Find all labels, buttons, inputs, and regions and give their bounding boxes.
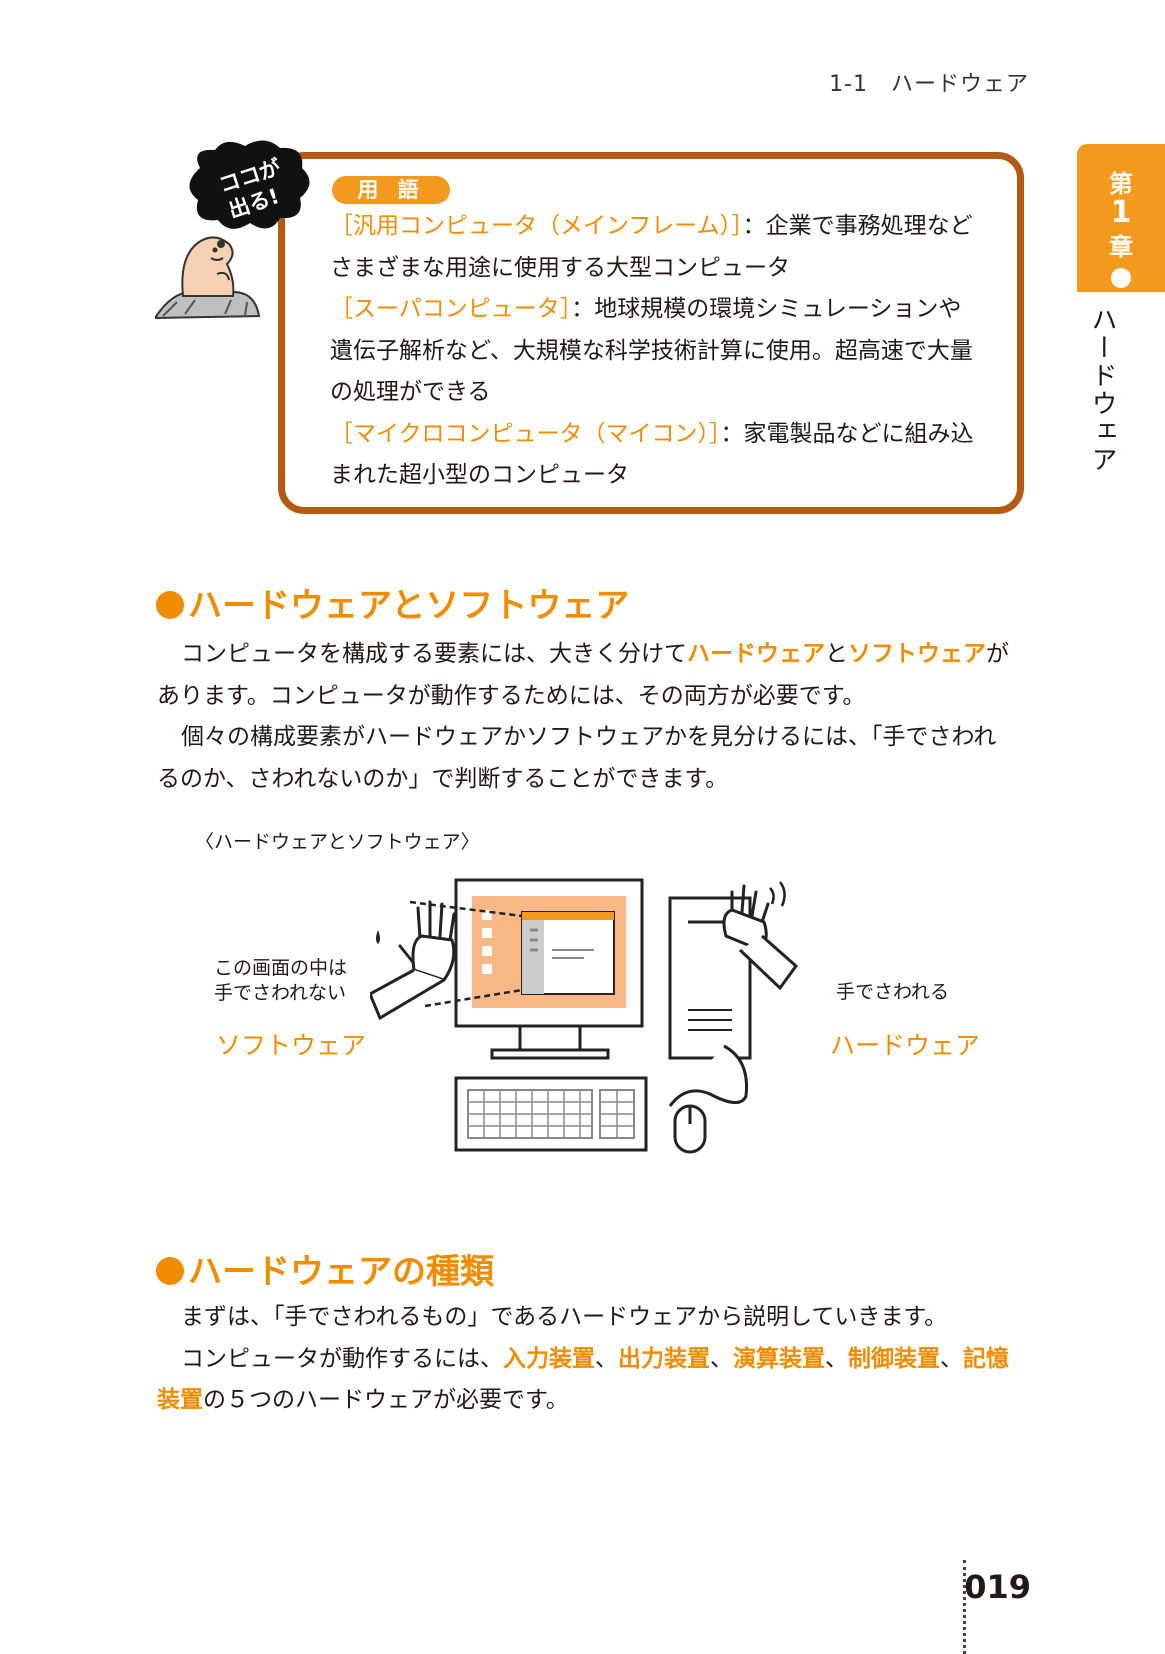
text: と bbox=[825, 641, 848, 667]
chapter-tab: 第 1 章 bbox=[1077, 144, 1165, 292]
label-line: この画面の中は bbox=[214, 957, 348, 979]
mouse-icon bbox=[668, 1044, 749, 1154]
text: 、 bbox=[940, 1345, 963, 1372]
keyword: 装置 bbox=[157, 1387, 203, 1413]
page-number: 019 bbox=[964, 1568, 1031, 1606]
text: 、 bbox=[710, 1345, 733, 1372]
figure-left-label: この画面の中は 手でさわれない bbox=[214, 956, 347, 1006]
term-entry: ［スーパコンピュータ］：地球規模の環境シミュレーションや bbox=[330, 289, 1000, 331]
keyword: ソフトウェア bbox=[848, 641, 986, 667]
running-header: 1-1 ハードウェア bbox=[829, 72, 1029, 97]
keyword: 記憶 bbox=[963, 1345, 1009, 1372]
heading-text: ハードウェアの種類 bbox=[188, 1252, 494, 1292]
keyboard-icon bbox=[454, 1076, 648, 1152]
computer-illustration bbox=[370, 878, 799, 1154]
term-badge: 用 語 bbox=[332, 176, 450, 204]
paragraph: 個々の構成要素がハードウェアかソフトウェアかを見分けるには、「手でさわれ bbox=[181, 724, 997, 750]
page-number-divider bbox=[963, 1560, 966, 1654]
text: の５つのハードウェアが必要です。 bbox=[203, 1387, 569, 1413]
term-desc: ：地球規模の環境シミュレーションや bbox=[571, 296, 962, 322]
speech-bubble-icon: ココが 出る! bbox=[189, 140, 310, 229]
term-entry: ［マイクロコンピュータ（マイコン）］：家電製品などに組み込 bbox=[330, 414, 1000, 456]
term-list: ［汎用コンピュータ（メインフレーム）］：企業で事務処理など さまざまな用途に使用… bbox=[330, 206, 1000, 497]
term-desc-line: 遺伝子解析など、大規模な科学技術計算に使用。超高速で大量 bbox=[330, 337, 973, 364]
keyword: 制御装置 bbox=[848, 1345, 940, 1372]
heading-bullet-icon bbox=[156, 591, 184, 619]
figure-caption: 〈ハードウェアとソフトウェア〉 bbox=[195, 831, 480, 853]
hand-right-icon bbox=[722, 881, 799, 991]
figure-software-label: ソフトウェア bbox=[216, 1031, 367, 1060]
term-box bbox=[278, 152, 1024, 514]
section-heading-hw-sw: ハードウェアとソフトウェア bbox=[156, 578, 629, 627]
paragraph-cont: るのか、さわれないのか」で判断することができます。 bbox=[157, 765, 729, 792]
monitor-icon bbox=[409, 878, 644, 1060]
paragraph: コンピュータを構成する要素には、大きく分けてハードウェアとソフトウェアが bbox=[157, 634, 1033, 676]
text: コンピュータを構成する要素には、大きく分けて bbox=[181, 641, 687, 667]
paragraph: まずは、「手でさわれるもの」であるハードウェアから説明していきます。 bbox=[181, 1304, 948, 1330]
keyword: ハードウェア bbox=[687, 641, 825, 667]
term-desc: ：家電製品などに組み込 bbox=[720, 420, 974, 447]
term-desc-line: まれた超小型のコンピュータ bbox=[330, 462, 629, 488]
paragraph: コンピュータが動作するには、入力装置、出力装置、演算装置、制御装置、記憶 bbox=[157, 1339, 1033, 1381]
section2-body: まずは、「手でさわれるもの」であるハードウェアから説明していきます。 コンピュー… bbox=[157, 1297, 1033, 1422]
hand-left-icon bbox=[370, 900, 456, 1021]
chapter-dot-icon bbox=[1111, 268, 1131, 288]
paragraph-cont: 装置の５つのハードウェアが必要です。 bbox=[157, 1380, 1033, 1422]
groundhog-mascot-icon bbox=[155, 236, 261, 320]
heading-bullet-icon bbox=[156, 1257, 184, 1285]
term-desc: ：企業で事務処理など bbox=[742, 213, 973, 239]
term-desc-line: の処理ができる bbox=[330, 379, 491, 405]
chapter-number: 1 bbox=[1110, 195, 1132, 230]
paragraph-cont: あります。コンピュータが動作するためには、その両方が必要です。 bbox=[157, 682, 866, 709]
section1-body: コンピュータを構成する要素には、大きく分けてハードウェアとソフトウェアが ありま… bbox=[157, 634, 1033, 800]
figure-right-label: 手でさわれる bbox=[836, 981, 950, 1003]
text: が bbox=[986, 641, 1009, 667]
label-line: 手でさわれない bbox=[214, 982, 347, 1004]
figure-hardware-label: ハードウェア bbox=[830, 1031, 981, 1060]
text: コンピュータが動作するには、 bbox=[181, 1345, 503, 1372]
section-heading-hw-types: ハードウェアの種類 bbox=[156, 1244, 494, 1293]
text: 、 bbox=[595, 1345, 618, 1372]
chapter-prefix: 第 bbox=[1109, 170, 1133, 198]
heading-text: ハードウェアとソフトウェア bbox=[188, 586, 630, 626]
keyword: 演算装置 bbox=[733, 1345, 825, 1372]
term-name: ［汎用コンピュータ（メインフレーム）］ bbox=[330, 213, 743, 239]
term-entry: ［汎用コンピュータ（メインフレーム）］：企業で事務処理など bbox=[330, 206, 1000, 248]
term-desc-line: さまざまな用途に使用する大型コンピュータ bbox=[330, 254, 790, 281]
text: 、 bbox=[825, 1345, 848, 1372]
term-name: ［マイクロコンピュータ（マイコン）］ bbox=[330, 420, 721, 447]
side-chapter-title: ハードウェア bbox=[1087, 306, 1117, 474]
keyword: 入力装置 bbox=[503, 1345, 595, 1372]
term-name: ［スーパコンピュータ］ bbox=[330, 296, 572, 322]
keyword: 出力装置 bbox=[618, 1345, 710, 1372]
chapter-suffix: 章 bbox=[1109, 233, 1133, 261]
